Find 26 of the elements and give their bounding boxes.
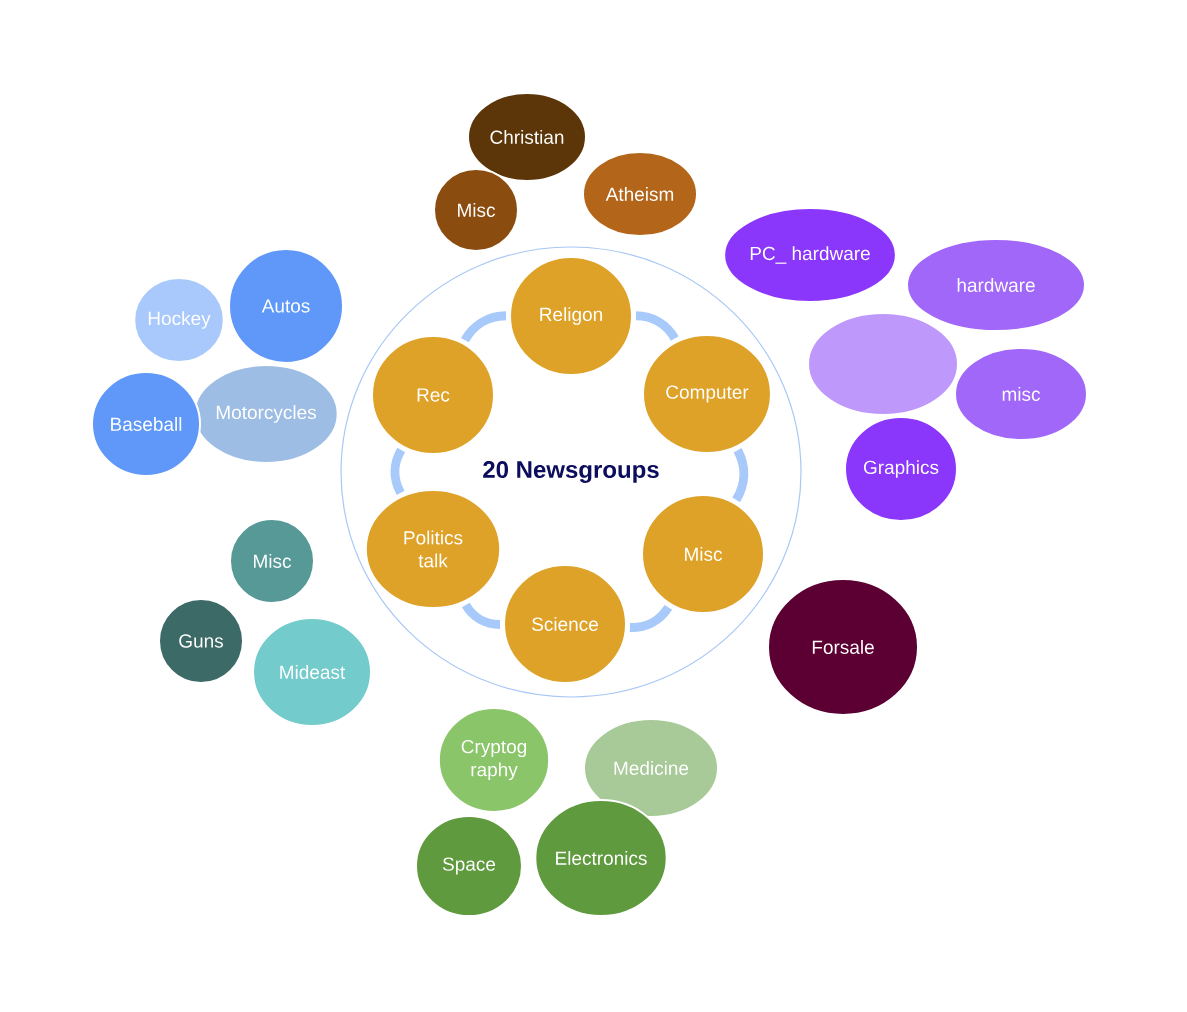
topic-bubble: Graphics bbox=[844, 416, 958, 522]
topic-bubble: Guns bbox=[158, 598, 244, 684]
topic-bubble bbox=[807, 312, 959, 416]
topic-bubble: Christian bbox=[467, 92, 587, 182]
topic-bubble: PC_ hardware bbox=[723, 207, 897, 303]
topic-bubble: Misc bbox=[229, 518, 315, 604]
topic-bubble: Motorcycles bbox=[193, 364, 339, 464]
topic-bubble: Politics talk bbox=[364, 489, 502, 609]
topic-bubble: Electronics bbox=[534, 799, 668, 917]
topic-bubble: Misc bbox=[433, 168, 519, 252]
topic-bubble: Science bbox=[503, 564, 627, 684]
topic-bubble: Atheism bbox=[582, 151, 698, 237]
topic-bubble: Hockey bbox=[133, 277, 225, 363]
topic-bubble: Computer bbox=[642, 334, 772, 454]
topic-bubble: misc bbox=[954, 347, 1088, 441]
topic-bubble: Space bbox=[415, 815, 523, 917]
topic-bubble: Baseball bbox=[91, 371, 201, 477]
topic-bubble: Rec bbox=[371, 335, 495, 455]
topic-bubble: Mideast bbox=[252, 617, 372, 727]
topic-bubble: hardware bbox=[906, 238, 1086, 332]
topic-bubble: Misc bbox=[641, 494, 765, 614]
topic-bubble: Autos bbox=[228, 248, 344, 364]
topic-bubble: Cryptog raphy bbox=[437, 707, 551, 813]
topic-bubble: Religon bbox=[509, 256, 633, 376]
topic-bubble: Forsale bbox=[767, 578, 919, 716]
topic-bubble: Medicine bbox=[583, 718, 719, 818]
